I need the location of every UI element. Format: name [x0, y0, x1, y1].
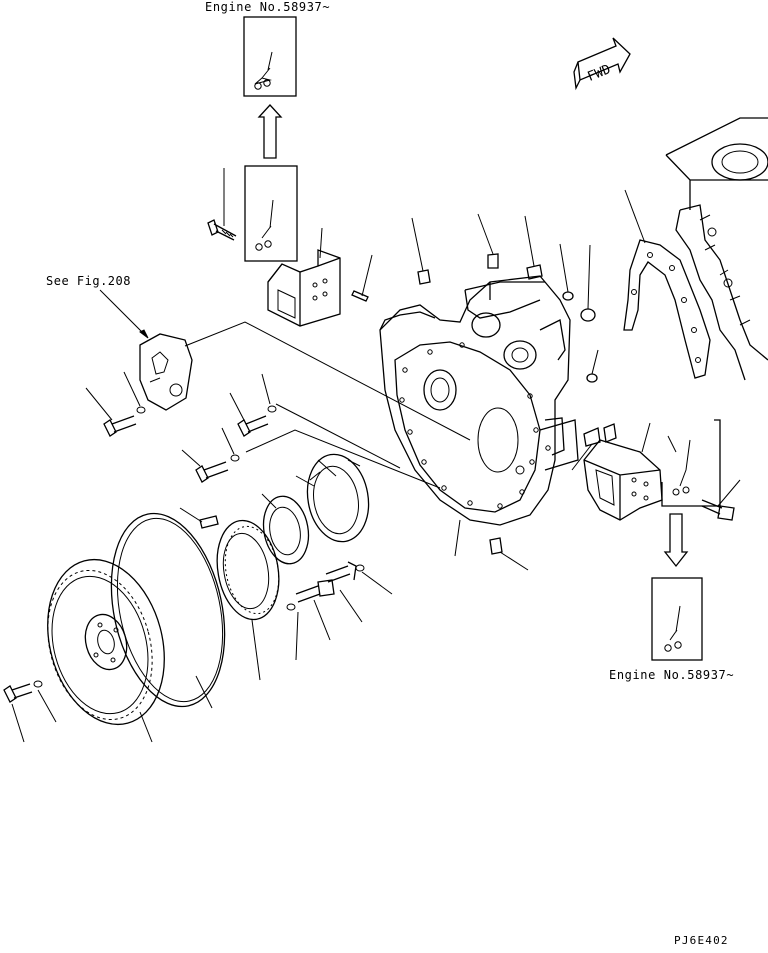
tone-ring [216, 519, 280, 681]
engine-mount-bracket-upper [267, 227, 341, 327]
oil-seal-large [295, 453, 370, 543]
pin-left [179, 507, 219, 529]
dowel-pin-upper [351, 254, 373, 302]
engine-number-label-top: Engine No.58937~ [205, 0, 330, 14]
detail-box-middle [244, 165, 298, 262]
down-arrow [663, 513, 689, 568]
flywheel [47, 558, 165, 743]
up-arrow [257, 104, 283, 159]
detail-box-right [661, 419, 721, 507]
engine-number-label-bottom: Engine No.58937~ [609, 668, 734, 682]
forward-direction-arrow: FWD [573, 37, 631, 91]
bolt-cover [85, 371, 146, 437]
oil-seal-small [261, 493, 310, 565]
cylinder-block [665, 117, 768, 381]
bolt-mid-1 [229, 373, 277, 437]
cover-plate [139, 333, 193, 411]
detail-box-bottom [651, 577, 703, 661]
housing-plugs [411, 213, 617, 571]
bolt-lower-center [286, 561, 393, 661]
see-figure-label: See Fig.208 [46, 274, 131, 288]
drawing-code: PJ6E402 [674, 934, 729, 947]
long-leader-lines [184, 321, 471, 489]
bolt-mid-2 [181, 427, 240, 483]
see-figure-leader [99, 289, 149, 339]
bolt-right [701, 479, 741, 521]
bolt-upper-left [207, 168, 237, 241]
detail-box-top [243, 16, 297, 97]
ring-gear [110, 512, 226, 709]
flywheel-bolt [3, 680, 57, 743]
engine-mount-bracket-lower [583, 422, 663, 521]
flywheel-housing [379, 275, 579, 557]
gasket-right [623, 189, 711, 379]
